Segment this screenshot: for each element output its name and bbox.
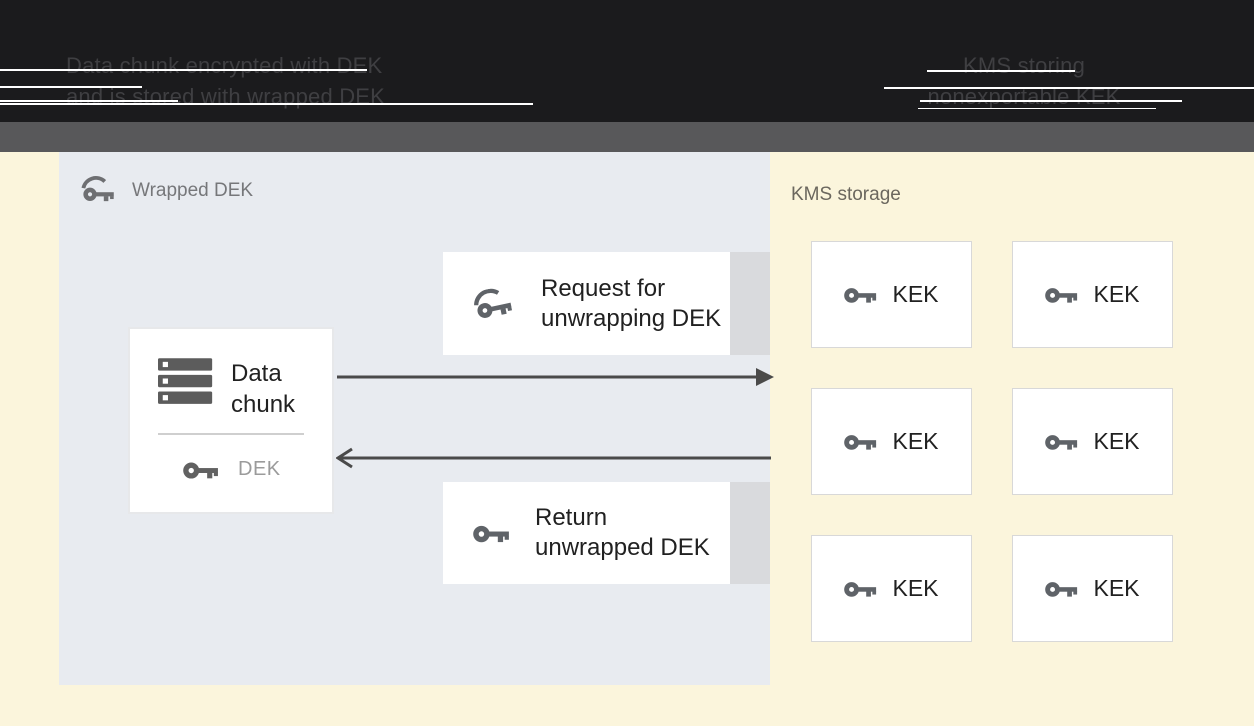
kek-label: KEK	[1093, 575, 1140, 601]
wrapped-key-icon	[470, 283, 520, 323]
return-box: Return unwrapped DEK	[443, 482, 730, 584]
key-icon	[1045, 283, 1079, 306]
key-icon	[1045, 577, 1079, 600]
return-box-text: Return unwrapped DEK	[535, 503, 710, 563]
glitch-line	[0, 86, 142, 88]
kms-storage-label: KMS storage	[791, 184, 901, 205]
request-arrow	[336, 366, 774, 388]
glitch-line	[920, 100, 1182, 102]
request-box: Request for unwrapping DEK	[443, 252, 730, 355]
key-icon	[844, 577, 878, 600]
data-chunk-stack-icon	[158, 358, 215, 406]
return-arrow	[336, 446, 772, 470]
data-chunk-title-line: chunk	[231, 391, 296, 418]
caption-data-chunk: Data chunk encrypted with DEK and is sto…	[66, 50, 385, 112]
kek-box: KEK	[811, 388, 972, 495]
wrapped-dek-header: Wrapped DEK	[81, 176, 253, 205]
glitch-line	[884, 87, 1254, 89]
dek-label: DEK	[238, 458, 281, 480]
kek-box: KEK	[1012, 241, 1173, 348]
return-box-line: Return	[535, 504, 608, 531]
kek-box: KEK	[1012, 535, 1173, 642]
data-chunk-title-line: Data	[231, 360, 282, 387]
glitch-line	[918, 108, 1156, 109]
header-band: Data chunk encrypted with DEK and is sto…	[0, 0, 1254, 122]
glitch-line	[0, 103, 533, 105]
data-chunk-box: Data chunk DEK	[128, 327, 334, 514]
kek-label: KEK	[892, 428, 939, 454]
divider-band	[0, 122, 1254, 152]
wrapped-key-icon	[81, 176, 119, 205]
kek-box: KEK	[811, 241, 972, 348]
right-arrow-icon	[337, 368, 774, 386]
wrapped-dek-label: Wrapped DEK	[132, 179, 254, 201]
request-box-tab	[730, 252, 770, 355]
kek-box: KEK	[1012, 388, 1173, 495]
key-icon	[1045, 430, 1079, 453]
key-icon	[183, 457, 220, 482]
request-box-text: Request for unwrapping DEK	[541, 274, 721, 334]
dek-row: DEK	[183, 457, 281, 482]
return-box-line: unwrapped DEK	[535, 534, 710, 561]
request-box-line: unwrapping DEK	[541, 304, 722, 332]
kek-label: KEK	[1093, 281, 1140, 307]
left-arrow-icon	[336, 447, 771, 469]
key-icon	[473, 520, 511, 546]
kek-label: KEK	[892, 281, 939, 307]
kek-box: KEK	[811, 535, 972, 642]
caption-line: KMS storing	[962, 53, 1086, 78]
glitch-line	[0, 100, 178, 102]
key-icon	[844, 283, 878, 306]
glitch-line	[927, 70, 1075, 72]
return-box-tab	[730, 482, 770, 584]
data-chunk-title: Data chunk	[231, 358, 295, 420]
caption-line: Data chunk encrypted with DEK	[66, 53, 383, 78]
kek-label: KEK	[1093, 428, 1140, 454]
data-chunk-row: Data chunk	[158, 358, 295, 420]
kek-label: KEK	[892, 575, 939, 601]
divider-line	[158, 433, 304, 435]
request-box-line: Request for	[541, 274, 666, 302]
key-icon	[844, 430, 878, 453]
caption-kms: KMS storing nonexportable KEK	[878, 50, 1170, 112]
glitch-line	[0, 69, 367, 71]
